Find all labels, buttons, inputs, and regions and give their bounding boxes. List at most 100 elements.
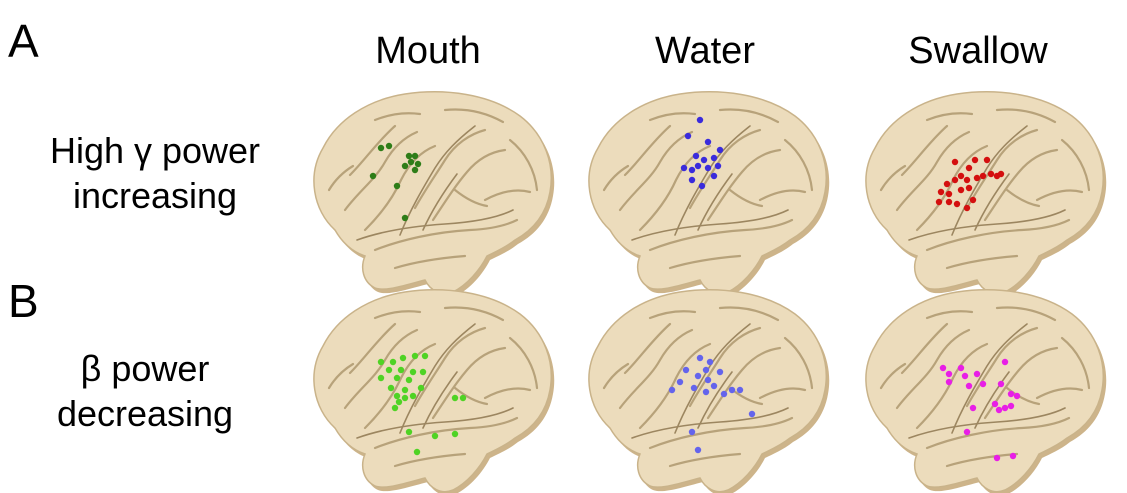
electrode-dot: [992, 401, 998, 407]
electrode-dot: [974, 371, 980, 377]
electrode-dot: [378, 359, 384, 365]
electrode-dot: [707, 359, 713, 365]
electrode-dot: [966, 185, 972, 191]
electrode-dot: [406, 377, 412, 383]
electrode-dot: [689, 429, 695, 435]
brain-outline: [589, 92, 826, 294]
electrode-dot: [964, 429, 970, 435]
electrode-dot: [952, 177, 958, 183]
electrode-dot: [954, 201, 960, 207]
electrode-dot: [711, 155, 717, 161]
row-label-b: β power decreasing: [5, 346, 285, 436]
brain-outline: [314, 290, 551, 492]
brain-a-mouth: [305, 80, 555, 295]
electrode-dot: [703, 389, 709, 395]
electrode-dot: [711, 173, 717, 179]
electrode-dot: [1010, 453, 1016, 459]
electrode-dot: [460, 395, 466, 401]
electrode-dot: [1014, 393, 1020, 399]
brain-b-mouth: [305, 278, 555, 493]
brain-illustration: [857, 278, 1107, 493]
electrode-dot: [412, 153, 418, 159]
brain-b-water: [580, 278, 830, 493]
electrode-dot: [414, 449, 420, 455]
brain-outline: [866, 92, 1103, 294]
electrode-dot: [962, 373, 968, 379]
electrode-dot: [1002, 359, 1008, 365]
brain-outline: [866, 290, 1103, 492]
electrode-dot: [697, 117, 703, 123]
electrode-dot: [677, 379, 683, 385]
electrode-dot: [705, 377, 711, 383]
electrode-dot: [980, 381, 986, 387]
brain-illustration: [580, 80, 830, 295]
electrode-dot: [432, 433, 438, 439]
electrode-dot: [980, 173, 986, 179]
electrode-dot: [390, 359, 396, 365]
electrode-dot: [729, 387, 735, 393]
electrode-dot: [1008, 391, 1014, 397]
electrode-dot: [412, 167, 418, 173]
electrode-dot: [705, 139, 711, 145]
electrode-dot: [944, 181, 950, 187]
row-label-a: High γ power increasing: [15, 128, 295, 218]
electrode-dot: [415, 161, 421, 167]
electrode-dot: [705, 165, 711, 171]
brain-illustration: [305, 278, 555, 493]
electrode-dot: [715, 163, 721, 169]
electrode-dot: [402, 215, 408, 221]
panel-a-label: A: [8, 18, 39, 64]
electrode-dot: [388, 385, 394, 391]
electrode-dot: [717, 369, 723, 375]
electrode-dot: [1002, 405, 1008, 411]
electrode-dot: [396, 399, 402, 405]
electrode-dot: [410, 369, 416, 375]
electrode-dot: [420, 369, 426, 375]
electrode-dot: [699, 183, 705, 189]
electrode-dot: [737, 387, 743, 393]
column-title-mouth: Mouth: [298, 32, 558, 70]
electrode-dot: [695, 163, 701, 169]
electrode-dot: [936, 199, 942, 205]
electrode-dot: [400, 355, 406, 361]
electrode-dot: [695, 373, 701, 379]
electrode-dot: [412, 353, 418, 359]
electrode-dot: [988, 171, 994, 177]
electrode-dot: [695, 447, 701, 453]
electrode-dot: [974, 175, 980, 181]
electrode-dot: [452, 395, 458, 401]
electrode-dot: [418, 385, 424, 391]
electrode-dot: [994, 455, 1000, 461]
brain-b-swallow: [857, 278, 1107, 493]
electrode-dot: [386, 143, 392, 149]
electrode-dot: [406, 429, 412, 435]
electrode-dot: [669, 387, 675, 393]
electrode-dot: [1008, 403, 1014, 409]
electrode-dot: [966, 383, 972, 389]
electrode-dot: [701, 157, 707, 163]
electrode-dot: [689, 167, 695, 173]
electrode-dot: [958, 173, 964, 179]
electrode-dot: [958, 187, 964, 193]
electrode-dot: [683, 367, 689, 373]
electrode-dot: [970, 405, 976, 411]
row-label-b-line1: β power: [5, 346, 285, 391]
electrode-dot: [681, 165, 687, 171]
electrode-dot: [946, 379, 952, 385]
electrode-dot: [394, 375, 400, 381]
column-title-swallow: Swallow: [848, 32, 1108, 70]
electrode-dot: [946, 199, 952, 205]
electrode-dot: [749, 411, 755, 417]
row-label-b-line2: decreasing: [5, 391, 285, 436]
electrode-dot: [964, 177, 970, 183]
electrode-dot: [422, 353, 428, 359]
electrode-dot: [717, 147, 723, 153]
electrode-dot: [410, 393, 416, 399]
brain-illustration: [857, 80, 1107, 295]
electrode-dot: [386, 367, 392, 373]
electrode-dot: [394, 183, 400, 189]
column-title-water: Water: [575, 32, 835, 70]
electrode-dot: [946, 191, 952, 197]
electrode-dot: [452, 431, 458, 437]
electrode-dot: [406, 153, 412, 159]
